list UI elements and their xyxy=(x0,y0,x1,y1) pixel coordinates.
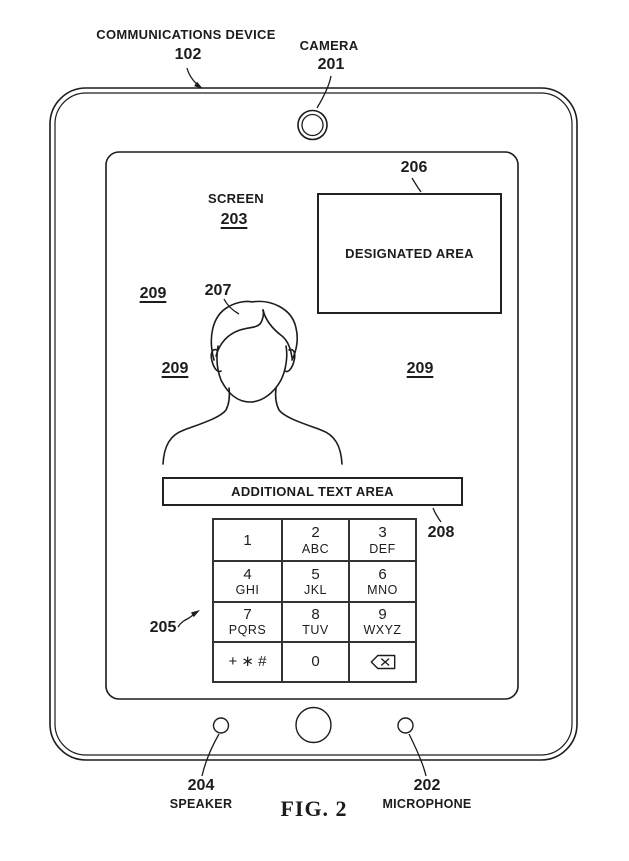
ref-206: 206 xyxy=(400,159,428,176)
ref-209-left: 209 xyxy=(161,360,189,377)
camera-lens-icon xyxy=(297,109,328,141)
key-symbols: + ∗ # xyxy=(214,640,281,681)
right-shoulder xyxy=(274,387,343,465)
leader-206 xyxy=(411,177,422,193)
user-face-sketch xyxy=(162,300,343,465)
screen-label: SCREEN xyxy=(208,191,264,206)
left-shoulder xyxy=(162,387,231,465)
ref-202: 202 xyxy=(413,777,441,794)
figure-caption: FIG. 2 xyxy=(280,796,348,821)
camera-lens-inner xyxy=(301,113,324,137)
key-backspace xyxy=(348,640,415,681)
designated-area-box: DESIGNATED AREA xyxy=(317,193,502,314)
ref-207: 207 xyxy=(204,282,232,299)
leader-207 xyxy=(223,298,240,315)
leader-204 xyxy=(201,733,220,777)
speaker-label: SPEAKER xyxy=(169,797,233,811)
leader-208 xyxy=(432,507,442,523)
right-ear xyxy=(284,348,296,373)
ref-204: 204 xyxy=(187,777,215,794)
hair-fringe-right xyxy=(262,309,293,359)
leader-202 xyxy=(408,733,427,777)
designated-area-label: DESIGNATED AREA xyxy=(345,246,474,261)
device-inner-outline xyxy=(54,92,573,756)
backspace-icon xyxy=(370,654,395,670)
ref-205: 205 xyxy=(149,619,177,636)
microphone-port xyxy=(397,717,414,734)
additional-text-area-label: ADDITIONAL TEXT AREA xyxy=(231,484,394,499)
leader-lines xyxy=(177,67,442,777)
arrowhead-102 xyxy=(194,81,203,89)
device-outline xyxy=(49,87,578,761)
camera-label: CAMERA xyxy=(299,38,359,53)
communications-device-label: COMMUNICATIONS DEVICE xyxy=(96,27,276,42)
ref-201: 201 xyxy=(317,56,345,73)
face-outline xyxy=(216,345,288,403)
key-1: 1 xyxy=(243,531,252,549)
additional-text-area-box: ADDITIONAL TEXT AREA xyxy=(162,477,463,506)
hair-outline xyxy=(210,300,299,361)
leader-201 xyxy=(316,75,332,109)
ref-203: 203 xyxy=(220,211,248,228)
ref-208: 208 xyxy=(427,524,455,541)
arrowhead-205 xyxy=(190,610,200,618)
home-button xyxy=(295,706,332,744)
ref-209-right: 209 xyxy=(406,360,434,377)
screen-outline xyxy=(105,151,519,700)
ref-209-top: 209 xyxy=(139,285,167,302)
hair-fringe-left xyxy=(215,309,265,357)
arrowheads xyxy=(190,81,203,618)
ref-102: 102 xyxy=(174,46,202,63)
speaker-port xyxy=(212,717,230,734)
key-0: 0 xyxy=(281,640,348,681)
microphone-label: MICROPHONE xyxy=(382,797,472,811)
